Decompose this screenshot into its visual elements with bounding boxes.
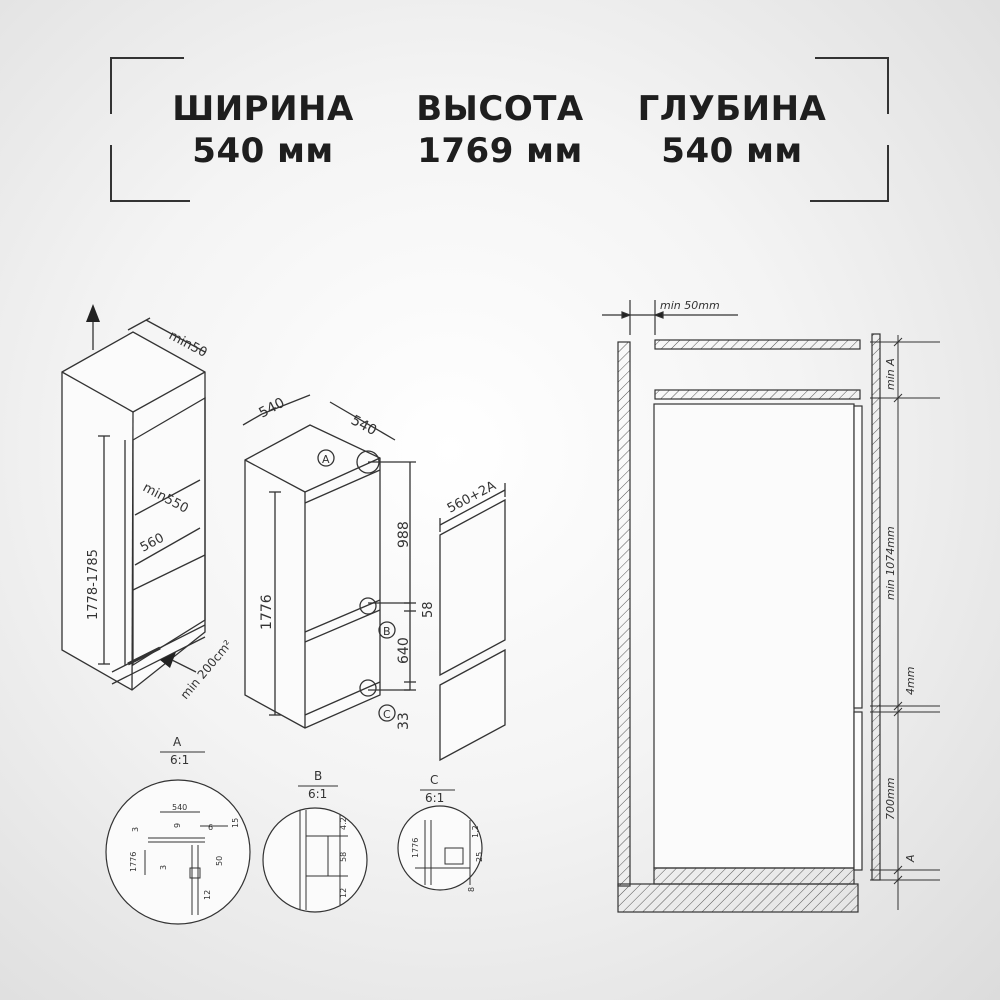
detail-a-title: A (173, 735, 182, 749)
detail-b-scale: 6:1 (308, 787, 327, 801)
niche-drawing (61, 304, 206, 691)
side-top-gap: min 50mm (660, 299, 720, 312)
detail-a-dim-1: 3 (131, 827, 140, 832)
fridge-marker-c: C (383, 708, 391, 721)
depth-dimension: ГЛУБИНА 540 мм (612, 88, 852, 172)
width-dimension: ШИРИНА 540 мм (143, 88, 383, 172)
fridge-depth: 540 (348, 412, 379, 439)
detail-c: C 6:1 1776 1.2 25 8 (397, 773, 484, 892)
fridge-lower-door: 640 (396, 637, 412, 664)
detail-a: A 6:1 540 3 9 6 15 1776 3 50 12 (105, 735, 251, 925)
detail-b: B 6:1 4.2 58 12 (262, 769, 368, 913)
fridge-drawing (242, 394, 416, 729)
frame-corner-top-right (815, 57, 889, 114)
detail-b-dim-0: 4.2 (339, 817, 348, 830)
door-panels-drawing (439, 483, 506, 762)
side-door-gap: 4mm (904, 667, 917, 695)
height-dimension: ВЫСОТА 1769 мм (380, 88, 620, 172)
fridge-bottom: 33 (396, 712, 412, 730)
depth-label: ГЛУБИНА (637, 89, 827, 129)
side-min-a: min A (884, 358, 897, 390)
detail-c-scale: 6:1 (425, 791, 444, 805)
fridge-width: 540 (256, 395, 287, 422)
detail-a-dim-4: 15 (231, 818, 240, 828)
side-a: A (904, 854, 917, 863)
detail-a-scale: 6:1 (170, 753, 189, 767)
frame-corner-bottom-left (110, 145, 190, 202)
detail-c-dim-1: 1.2 (471, 825, 480, 838)
side-lower-door: 700mm (884, 778, 897, 820)
fridge-marker-b: B (383, 625, 391, 638)
height-label: ВЫСОТА (416, 89, 584, 129)
niche-height-range: 1778-1785 (86, 549, 101, 620)
detail-b-dim-2: 12 (339, 888, 348, 898)
detail-c-dim-2: 25 (475, 852, 484, 862)
fridge-marker-a: A (322, 453, 330, 466)
detail-a-dim-5: 1776 (129, 852, 138, 872)
width-value: 540 мм (192, 131, 334, 171)
fridge-gap: 58 (421, 601, 436, 618)
height-value: 1769 мм (417, 131, 583, 171)
frame-corner-top-left (110, 57, 184, 114)
detail-a-dim-2: 9 (173, 823, 182, 828)
detail-c-title: C (430, 773, 438, 787)
frame-corner-bottom-right (810, 145, 889, 202)
detail-a-dim-7: 50 (215, 856, 224, 866)
detail-b-title: B (314, 769, 322, 783)
detail-a-dim-6: 3 (159, 865, 168, 870)
detail-a-dim-3: 6 (208, 823, 213, 832)
depth-value: 540 мм (661, 131, 803, 171)
detail-a-dim-0: 540 (172, 803, 187, 812)
side-section-drawing (602, 300, 940, 913)
detail-c-dim-3: 8 (467, 887, 476, 892)
fridge-height: 1776 (259, 594, 275, 630)
detail-a-dim-8: 12 (203, 890, 212, 900)
detail-b-dim-1: 58 (339, 852, 348, 862)
detail-c-dim-0: 1776 (411, 838, 420, 858)
fridge-upper-door: 988 (396, 521, 412, 548)
side-upper-door-min: min 1074mm (884, 526, 897, 600)
width-label: ШИРИНА (172, 89, 354, 129)
